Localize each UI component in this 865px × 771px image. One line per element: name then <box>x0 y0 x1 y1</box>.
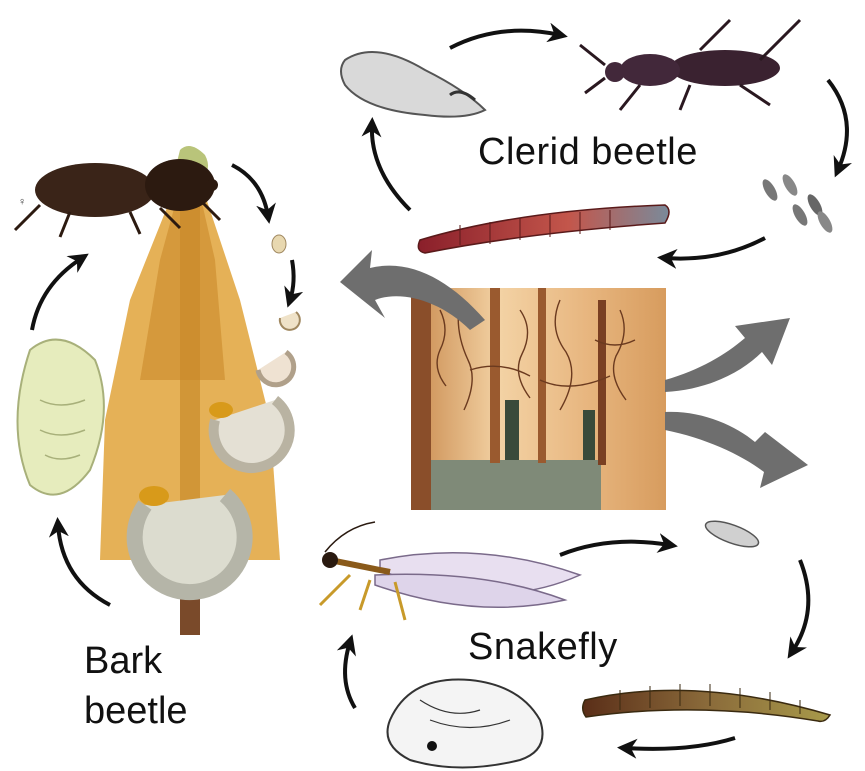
snakefly-pupa <box>388 680 543 768</box>
arrow-bark-egg-to-larva <box>290 260 294 300</box>
arrow-snakefly-pupa-to-adult <box>345 642 355 708</box>
gray-arrow-up-right <box>665 318 790 392</box>
snakefly-larva <box>583 684 830 721</box>
snakefly-adult <box>320 522 580 620</box>
arrow-clerid-pupa-to-adult <box>450 31 560 48</box>
snakefly-label: Snakefly <box>468 626 618 669</box>
arrow-snakefly-adult-to-egg <box>560 542 670 555</box>
clerid-larva <box>418 205 669 253</box>
clerid-pupa <box>341 52 485 117</box>
bark-beetle-eggs <box>272 235 300 330</box>
clerid-eggs <box>760 172 836 235</box>
bark-gallery-panel <box>411 288 666 510</box>
arrow-clerid-eggs-to-larva <box>665 238 765 259</box>
gray-arrow-down-right <box>665 412 808 488</box>
bark-beetle-label-line1: Bark <box>84 640 162 683</box>
bark-beetle-pupa <box>18 340 104 495</box>
arrow-clerid-larva-to-pupa <box>372 125 410 210</box>
clerid-beetle-adult <box>580 20 800 110</box>
female-symbol: ♀ <box>18 196 26 208</box>
clerid-beetle-label: Clerid beetle <box>478 131 698 174</box>
arrow-snakefly-larva-to-pupa <box>625 738 735 749</box>
arrow-clerid-adult-to-eggs <box>828 80 847 170</box>
bark-beetle-label-line2: beetle <box>84 690 188 733</box>
snakefly-egg <box>703 516 762 552</box>
arrow-bark-adult-to-egg <box>232 165 268 216</box>
arrow-snakefly-egg-to-larva <box>792 560 808 652</box>
arrow-bark-pupa-to-adult <box>32 258 82 330</box>
